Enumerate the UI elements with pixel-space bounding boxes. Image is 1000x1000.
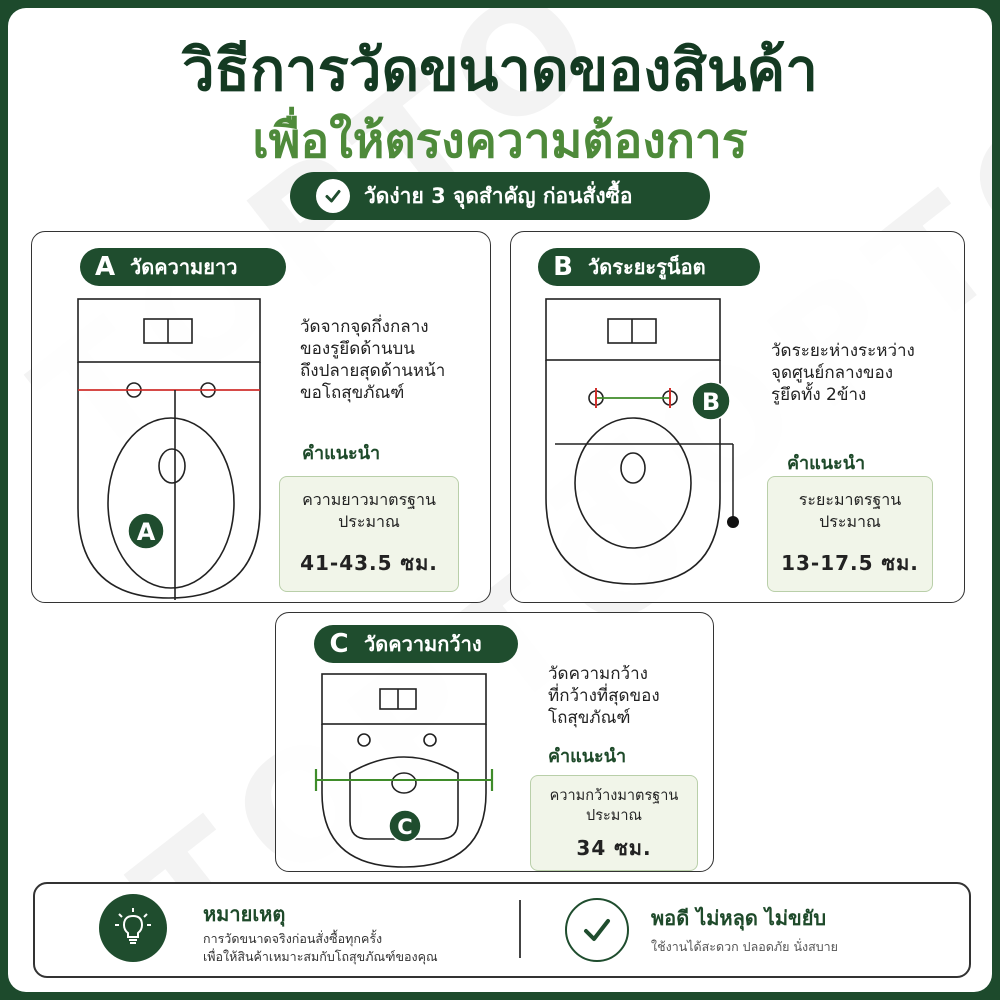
badge-c: C วัดความกว้าง [314,625,518,663]
tip-heading: คำแนะนำ [787,453,866,474]
recommendation-value: 34 ซม. [576,836,652,860]
panel-description: วัดความกว้าง ที่กว้างที่สุดของ โถสุขภัณฑ… [548,664,660,728]
footer-bar: หมายเหตุ การวัดขนาดจริงก่อนสั่งซื้อทุกคร… [33,882,971,978]
toilet-diagram-c: C [314,673,494,868]
badge-a: A วัดความยาว [80,248,286,286]
tip-heading: คำแนะนำ [548,746,627,767]
fit-subtitle: ใช้งานได้สะดวก ปลอดภัย นั่งสบาย [651,939,838,954]
panel-bolt-distance: B วัดระยะรูน็อต B วัดระยะห่างระหว่าง จุด… [510,231,965,603]
recommendation-value: 41-43.5 ซม. [300,551,438,575]
note-title: หมายเหตุ [203,902,286,926]
checkmark-circle-icon [565,898,629,962]
recommendation-box: ระยะมาตรฐาน ประมาณ 13-17.5 ซม. [767,476,933,592]
badge-letter: C [329,629,349,659]
page-subtitle: เพื่อให้ตรงความต้องการ [252,113,748,169]
badge-letter: B [553,252,573,282]
marker-letter-a: A [137,518,156,546]
recommendation-value: 13-17.5 ซม. [781,551,919,575]
badge-b: B วัดระยะรูน็อต [538,248,760,286]
tip-heading: คำแนะนำ [302,443,381,464]
page-title: วิธีการวัดขนาดของสินค้า [182,36,818,104]
note-text: การวัดขนาดจริงก่อนสั่งซื้อทุกครั้ง เพื่อ… [203,931,438,964]
marker-letter-c: C [397,815,412,839]
panel-description: วัดจากจุดกึ่งกลาง ของรูยึดด้านบน ถึงปลาย… [300,317,446,403]
recommendation-box: ความยาวมาตรฐาน ประมาณ 41-43.5 ซม. [279,476,459,592]
check-icon [316,179,350,213]
toilet-diagram-a: A [77,298,261,600]
badge-title: วัดความกว้าง [364,632,482,656]
marker-letter-b: B [702,388,720,416]
infographic-page: TOPTO TOPTO TOPTO วิธีการวัดขนาดของสินค้… [8,8,992,992]
lightbulb-icon [99,894,167,962]
recommendation-box: ความกว้างมาตรฐาน ประมาณ 34 ซม. [530,775,698,871]
badge-letter: A [94,252,116,282]
toilet-diagram-b: B [545,298,739,585]
fit-title: พอดี ไม่หลุด ไม่ขยับ [651,906,827,930]
panel-description: วัดระยะห่างระหว่าง จุดศูนย์กลางของ รูยึด… [771,341,915,405]
pill-text: วัดง่าย 3 จุดสำคัญ ก่อนสั่งซื้อ [364,183,633,208]
panel-length: A วัดความยาว A วัดจากจุดกึ่งกลาง ของรูยึ… [31,231,491,603]
key-points-pill: วัดง่าย 3 จุดสำคัญ ก่อนสั่งซื้อ [290,172,710,220]
badge-title: วัดระยะรูน็อต [588,255,706,279]
panel-width: C วัดความกว้าง C วัดความกว้าง ที่กว้างที… [275,612,714,872]
badge-title: วัดความยาว [130,255,238,279]
footer-divider [519,900,521,958]
